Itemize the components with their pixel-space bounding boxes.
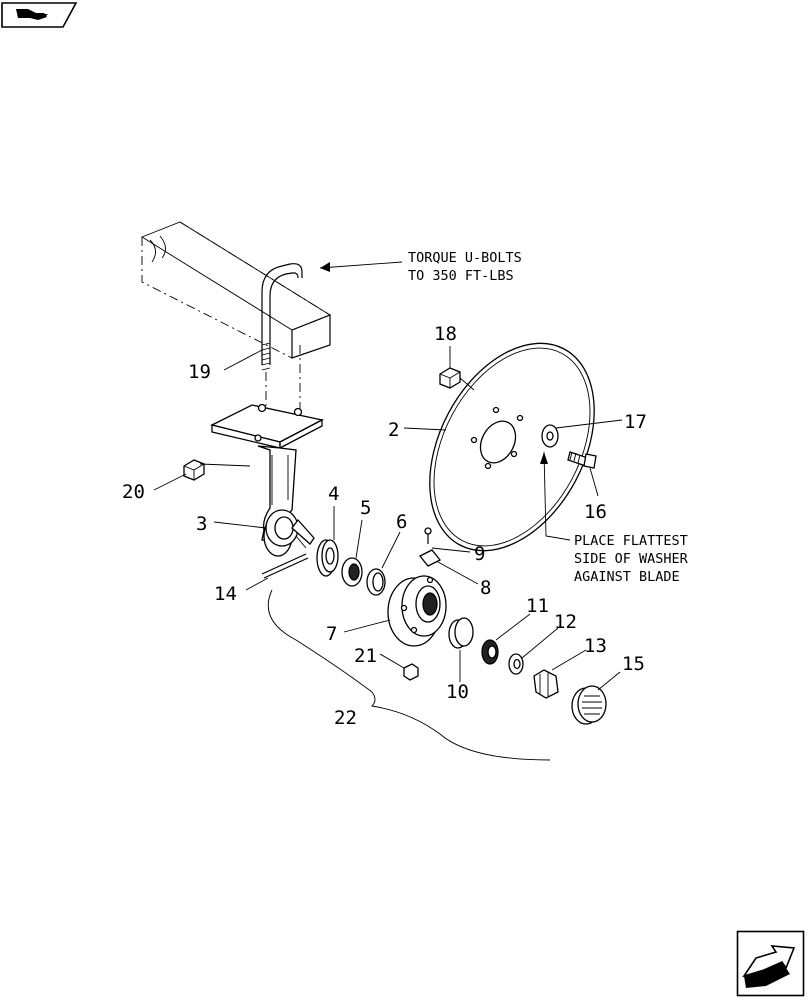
callout-10: 10 (446, 681, 469, 703)
callout-7: 7 (326, 623, 337, 645)
bearing-cup-10 (448, 617, 474, 649)
nut-20 (183, 459, 205, 481)
castle-nut-13 (533, 669, 559, 699)
callout-18: 18 (434, 323, 457, 345)
torque-note-line1: TORQUE U-BOLTS (408, 250, 522, 266)
bearing-5 (341, 557, 363, 587)
washer-12 (508, 653, 524, 675)
callout-9: 9 (474, 543, 485, 565)
callout-14: 14 (214, 583, 237, 605)
callout-21: 21 (354, 645, 377, 667)
nut-21 (403, 663, 419, 681)
hub-7 (387, 575, 447, 647)
washer-note-line1: PLACE FLATTEST (574, 533, 688, 549)
callout-20: 20 (122, 481, 145, 503)
leader-lines (153, 261, 623, 761)
callout-3: 3 (196, 513, 207, 535)
dust-cap-15 (571, 685, 607, 725)
callout-13: 13 (584, 635, 607, 657)
callout-15: 15 (622, 653, 645, 675)
washer-17 (541, 424, 559, 448)
callout-4: 4 (328, 483, 339, 505)
callout-6: 6 (396, 511, 407, 533)
washer-note-line3: AGAINST BLADE (574, 569, 680, 585)
cotter-pin (261, 553, 309, 579)
bearing-11 (481, 639, 499, 665)
torque-note-line2: TO 350 FT-LBS (408, 268, 514, 284)
disc-blade (429, 342, 595, 552)
callout-5: 5 (360, 497, 371, 519)
callout-2: 2 (388, 419, 399, 441)
callout-16: 16 (584, 501, 607, 523)
callout-19: 19 (188, 361, 211, 383)
callout-17: 17 (624, 411, 647, 433)
callout-22: 22 (334, 707, 357, 729)
grease-fitting (418, 527, 442, 567)
parts-catalog-nav-icon[interactable] (0, 0, 80, 30)
callout-12: 12 (554, 611, 577, 633)
bearing-cone-4 (316, 539, 339, 577)
mounting-arm (210, 403, 324, 557)
callout-11: 11 (526, 595, 549, 617)
next-page-arrow-icon[interactable] (736, 930, 806, 998)
frame-tube (141, 221, 331, 359)
washer-note-line2: SIDE OF WASHER (574, 551, 689, 567)
bolt-16 (567, 451, 597, 469)
nut-18 (439, 367, 461, 389)
callout-8: 8 (480, 577, 491, 599)
seal-6 (366, 568, 386, 596)
